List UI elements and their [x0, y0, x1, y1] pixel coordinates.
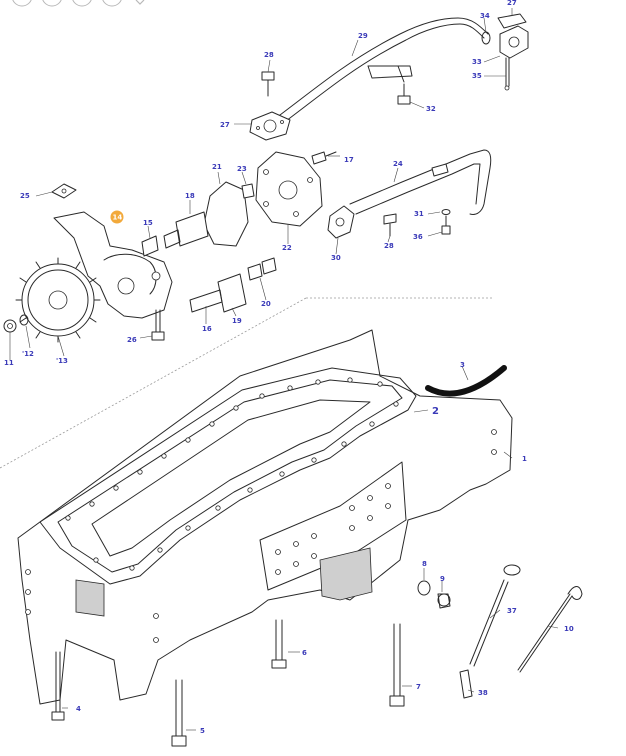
leader-lines: [9, 8, 559, 731]
callout-18[interactable]: 18: [185, 192, 195, 200]
callout-12[interactable]: '12: [22, 350, 34, 358]
oil-pump-assembly: [3, 183, 277, 343]
callout-20[interactable]: 20: [261, 300, 271, 308]
callout-21[interactable]: 21: [212, 163, 222, 171]
callout-29[interactable]: 29: [358, 32, 368, 40]
callout-3[interactable]: 3: [460, 361, 465, 369]
zoom-in-button[interactable]: [12, 0, 32, 7]
callout-24[interactable]: 24: [393, 160, 403, 168]
callout-6[interactable]: 6: [302, 649, 307, 657]
callout-36[interactable]: 36: [413, 233, 423, 241]
pump-cover-assembly: [203, 149, 492, 247]
callout-8[interactable]: 8: [422, 560, 427, 568]
callout-14-highlight[interactable]: 14: [110, 210, 124, 224]
callout-28-lower[interactable]: 28: [384, 242, 394, 250]
reference-line: [0, 297, 494, 469]
callout-5[interactable]: 5: [200, 727, 205, 735]
callout-11[interactable]: 11: [4, 359, 14, 367]
callout-34[interactable]: 34: [480, 12, 490, 20]
callout-27-flange[interactable]: 27: [220, 121, 230, 129]
oil-sump: [17, 329, 513, 705]
rear-seal: [425, 365, 507, 397]
callout-28-top[interactable]: 28: [264, 51, 274, 59]
callout-32[interactable]: 32: [426, 105, 436, 113]
callout-38[interactable]: 38: [478, 689, 488, 697]
zoom-out-button[interactable]: [42, 0, 62, 7]
callout-1[interactable]: 1: [522, 455, 527, 463]
fasteners: [51, 564, 583, 747]
callout-17[interactable]: 17: [344, 156, 354, 164]
callout-9[interactable]: 9: [440, 575, 445, 583]
callout-31[interactable]: 31: [414, 210, 424, 218]
callout-14: 14: [113, 214, 123, 222]
callout-37[interactable]: 37: [507, 607, 517, 615]
callout-15[interactable]: 15: [143, 219, 153, 227]
callout-13[interactable]: '13: [56, 357, 68, 365]
callout-7[interactable]: 7: [416, 683, 421, 691]
suction-pipe-assembly: [249, 13, 529, 141]
callout-labels: 1 2 3 4 5 6 7 8 9 10 11 '12 '13 14 15 16…: [4, 0, 574, 735]
chevron-down-icon[interactable]: [135, 0, 145, 5]
viewer-toolbar: [12, 0, 145, 7]
callout-2[interactable]: 2: [432, 406, 439, 417]
callout-30[interactable]: 30: [331, 254, 341, 262]
callout-27-top[interactable]: 27: [507, 0, 517, 7]
callout-16[interactable]: 16: [202, 325, 212, 333]
callout-10[interactable]: 10: [564, 625, 574, 633]
callout-25[interactable]: 25: [20, 192, 30, 200]
callout-26[interactable]: 26: [127, 336, 137, 344]
back-button[interactable]: [72, 0, 92, 7]
callout-19[interactable]: 19: [232, 317, 242, 325]
reset-button[interactable]: [102, 0, 122, 7]
rim-bolt-holes: [65, 377, 399, 571]
callout-35[interactable]: 35: [472, 72, 482, 80]
callout-22[interactable]: 22: [282, 244, 292, 252]
callout-33[interactable]: 33: [472, 58, 482, 66]
callout-23[interactable]: 23: [237, 165, 247, 173]
callout-4[interactable]: 4: [76, 705, 81, 713]
